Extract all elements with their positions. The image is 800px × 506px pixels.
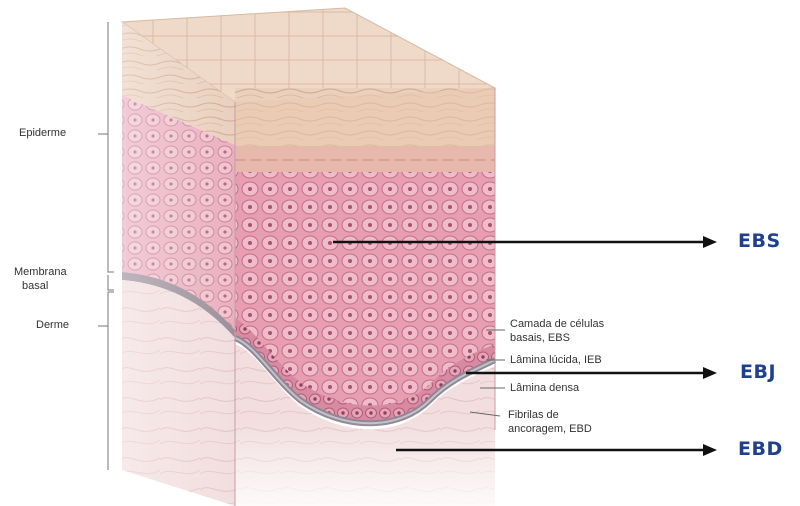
label-membrana-basal-1: Membrana: [14, 266, 67, 279]
label-epiderme: Epiderme: [19, 127, 66, 140]
label-camada-2: basais, EBS: [510, 332, 570, 345]
label-ebs: EBS: [738, 230, 781, 252]
right-arrow-icon: [703, 367, 717, 379]
front-stratum-granulosum: [235, 146, 495, 172]
label-fibrilas-2: ancoragem, EBD: [508, 423, 592, 436]
label-ebd: EBD: [738, 438, 783, 460]
label-lamina-lucida: Lâmina lúcida, IEB: [510, 354, 602, 367]
label-camada-1: Camada de células: [510, 318, 604, 331]
label-lamina-densa: Lâmina densa: [510, 382, 579, 395]
arrow-ebj: [466, 367, 717, 379]
right-arrow-icon: [703, 444, 717, 456]
label-ebj: EBJ: [740, 361, 776, 383]
right-arrow-icon: [703, 236, 717, 248]
label-membrana-basal-2: basal: [22, 280, 48, 293]
label-derme: Derme: [36, 319, 69, 332]
label-fibrilas-1: Fibrilas de: [508, 409, 559, 422]
